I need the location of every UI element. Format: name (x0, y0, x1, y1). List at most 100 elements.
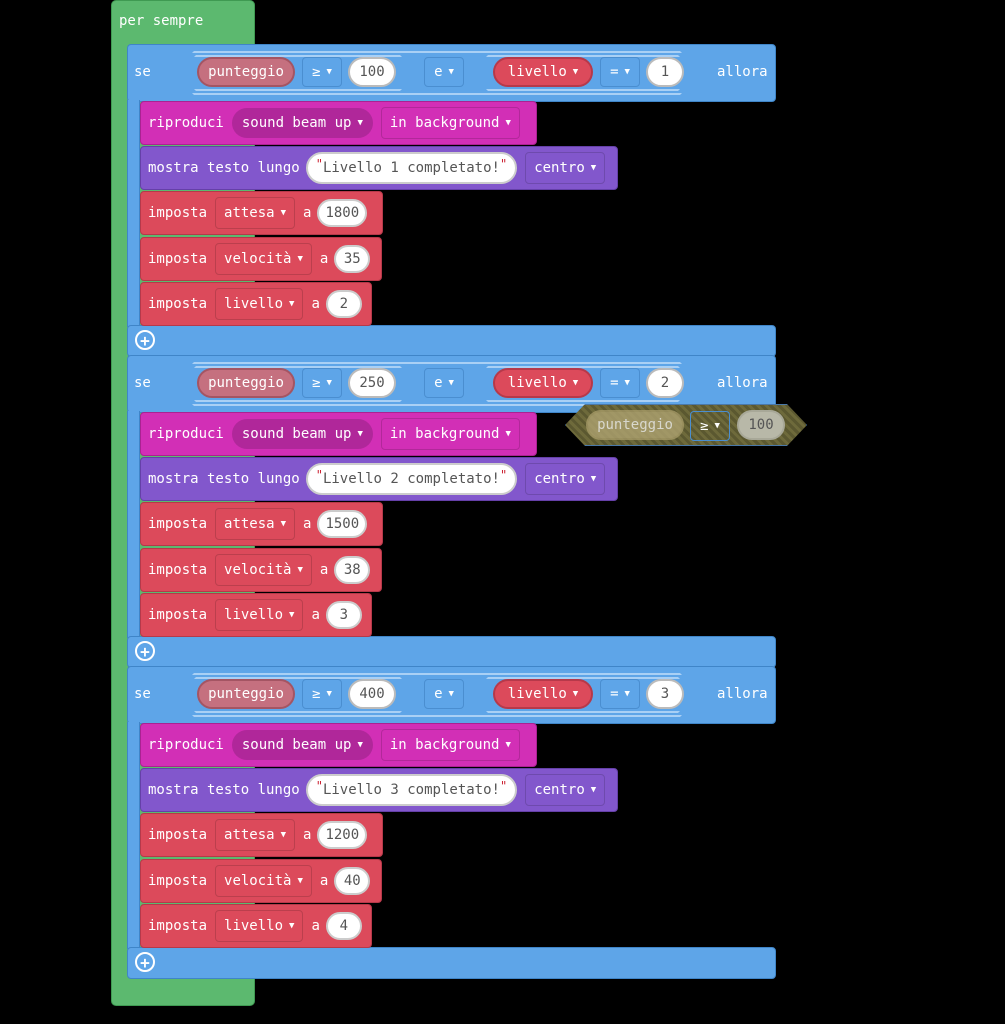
variable-livello-dropdown[interactable]: livello▼ (493, 368, 593, 398)
caret-down-icon: ▼ (448, 67, 454, 77)
variable-dropdown[interactable]: velocità▼ (215, 864, 312, 897)
value-input[interactable]: 100 (348, 57, 396, 87)
variable-dropdown[interactable]: attesa▼ (215, 508, 296, 540)
value-input[interactable]: 1500 (317, 510, 368, 538)
text-value: Livello 2 completato! (322, 471, 500, 487)
variable-dropdown[interactable]: livello▼ (215, 599, 304, 631)
logic-dropdown[interactable]: e▼ (424, 368, 464, 398)
operator-dropdown[interactable]: ≥▼ (302, 679, 342, 709)
set-label: imposta (148, 827, 208, 843)
align-value: centro (534, 160, 585, 176)
to-label: a (303, 827, 312, 843)
operator-dropdown[interactable]: =▼ (600, 679, 640, 709)
caret-down-icon: ▼ (624, 378, 630, 388)
plus-circle-icon[interactable]: + (135, 330, 155, 350)
logic-dropdown[interactable]: e▼ (424, 679, 464, 709)
sound-dropdown[interactable]: sound beam up▼ (231, 108, 373, 138)
variable-dropdown[interactable]: attesa▼ (215, 819, 296, 851)
set-variable-block[interactable]: imposta attesa▼ a 1200 (140, 813, 383, 857)
align-dropdown[interactable]: centro▼ (525, 152, 606, 184)
variable-dropdown[interactable]: livello▼ (215, 288, 304, 320)
to-label: a (319, 250, 329, 267)
to-label: a (303, 516, 312, 532)
if-label: se (134, 64, 151, 80)
operator-symbol: = (610, 375, 619, 391)
variable-name: velocità (224, 250, 292, 267)
show-long-text-block[interactable]: mostra testo lungo"Livello 3 completato!… (140, 768, 618, 812)
operator-dropdown[interactable]: =▼ (600, 368, 640, 398)
plus-circle-icon[interactable]: + (135, 952, 155, 972)
caret-down-icon: ▼ (357, 118, 363, 128)
value-input[interactable]: 2 (325, 290, 362, 318)
set-label: imposta (148, 872, 208, 889)
value-input[interactable]: 250 (348, 368, 396, 398)
set-variable-block[interactable]: imposta velocità▼ a 40 (140, 858, 382, 903)
text-input[interactable]: "Livello 3 completato!" (305, 774, 518, 806)
variable-punteggio[interactable]: punteggio (197, 57, 295, 87)
caret-down-icon: ▼ (448, 689, 454, 699)
value-input[interactable]: 2 (646, 368, 684, 398)
operator-symbol: = (610, 686, 619, 702)
operator-dropdown[interactable]: =▼ (600, 57, 640, 87)
to-label: a (319, 872, 329, 889)
variable-livello-dropdown[interactable]: livello▼ (493, 679, 593, 709)
logic-dropdown[interactable]: e▼ (424, 57, 464, 87)
value-input[interactable]: 38 (334, 555, 371, 584)
value-input[interactable]: 35 (334, 244, 371, 273)
value-input[interactable]: 4 (325, 912, 362, 940)
quote-close: " (499, 157, 508, 171)
align-dropdown[interactable]: centro▼ (525, 774, 606, 806)
value-input[interactable]: 400 (348, 679, 396, 709)
variable-dropdown[interactable]: attesa▼ (215, 197, 296, 229)
align-value: centro (534, 471, 585, 487)
text-input[interactable]: "Livello 1 completato!" (305, 152, 518, 184)
value-input[interactable]: 3 (325, 601, 362, 629)
play-mode: in background (389, 737, 500, 753)
variable-livello-dropdown[interactable]: livello▼ (493, 57, 593, 87)
play-sound-block[interactable]: riproduci sound beam up▼in background▼ (140, 723, 537, 767)
play-mode-dropdown[interactable]: in background▼ (380, 107, 520, 139)
operator-symbol: ≥ (312, 64, 321, 80)
forever-label: per sempre (119, 13, 204, 29)
if-block-footer (127, 947, 776, 979)
value-input[interactable]: 1800 (317, 199, 368, 227)
set-label: imposta (148, 296, 208, 312)
operator-dropdown[interactable]: ≥▼ (302, 57, 342, 87)
play-label: riproduci (148, 737, 224, 753)
ghost-variable-punteggio: punteggio (586, 410, 684, 440)
variable-dropdown[interactable]: velocità▼ (215, 553, 312, 586)
operator-dropdown[interactable]: ≥▼ (302, 368, 342, 398)
variable-name: attesa (224, 205, 275, 221)
value-input[interactable]: 40 (334, 866, 371, 895)
play-mode-dropdown[interactable]: in background▼ (380, 418, 520, 450)
value-input[interactable]: 1200 (317, 821, 368, 849)
if-block-footer (127, 325, 776, 357)
play-mode-dropdown[interactable]: in background▼ (380, 729, 520, 761)
sound-dropdown[interactable]: sound beam up▼ (231, 419, 373, 449)
text-input[interactable]: "Livello 2 completato!" (305, 463, 518, 495)
variable-dropdown[interactable]: velocità▼ (215, 242, 312, 275)
variable-punteggio[interactable]: punteggio (197, 679, 295, 709)
value-input[interactable]: 1 (646, 57, 684, 87)
variable-punteggio[interactable]: punteggio (197, 368, 295, 398)
variable-name: livello (507, 686, 567, 702)
variable-dropdown[interactable]: livello▼ (215, 910, 304, 942)
show-long-text-block[interactable]: mostra testo lungo"Livello 1 completato!… (140, 146, 618, 190)
sound-dropdown[interactable]: sound beam up▼ (231, 730, 373, 760)
show-long-text-block[interactable]: mostra testo lungo"Livello 2 completato!… (140, 457, 618, 501)
plus-circle-icon[interactable]: + (135, 641, 155, 661)
quote-open: " (315, 157, 323, 171)
align-dropdown[interactable]: centro▼ (525, 463, 606, 495)
caret-down-icon: ▼ (624, 689, 630, 699)
value-input[interactable]: 3 (646, 679, 684, 709)
ghost-operator-dropdown: ≥▼ (690, 411, 730, 441)
